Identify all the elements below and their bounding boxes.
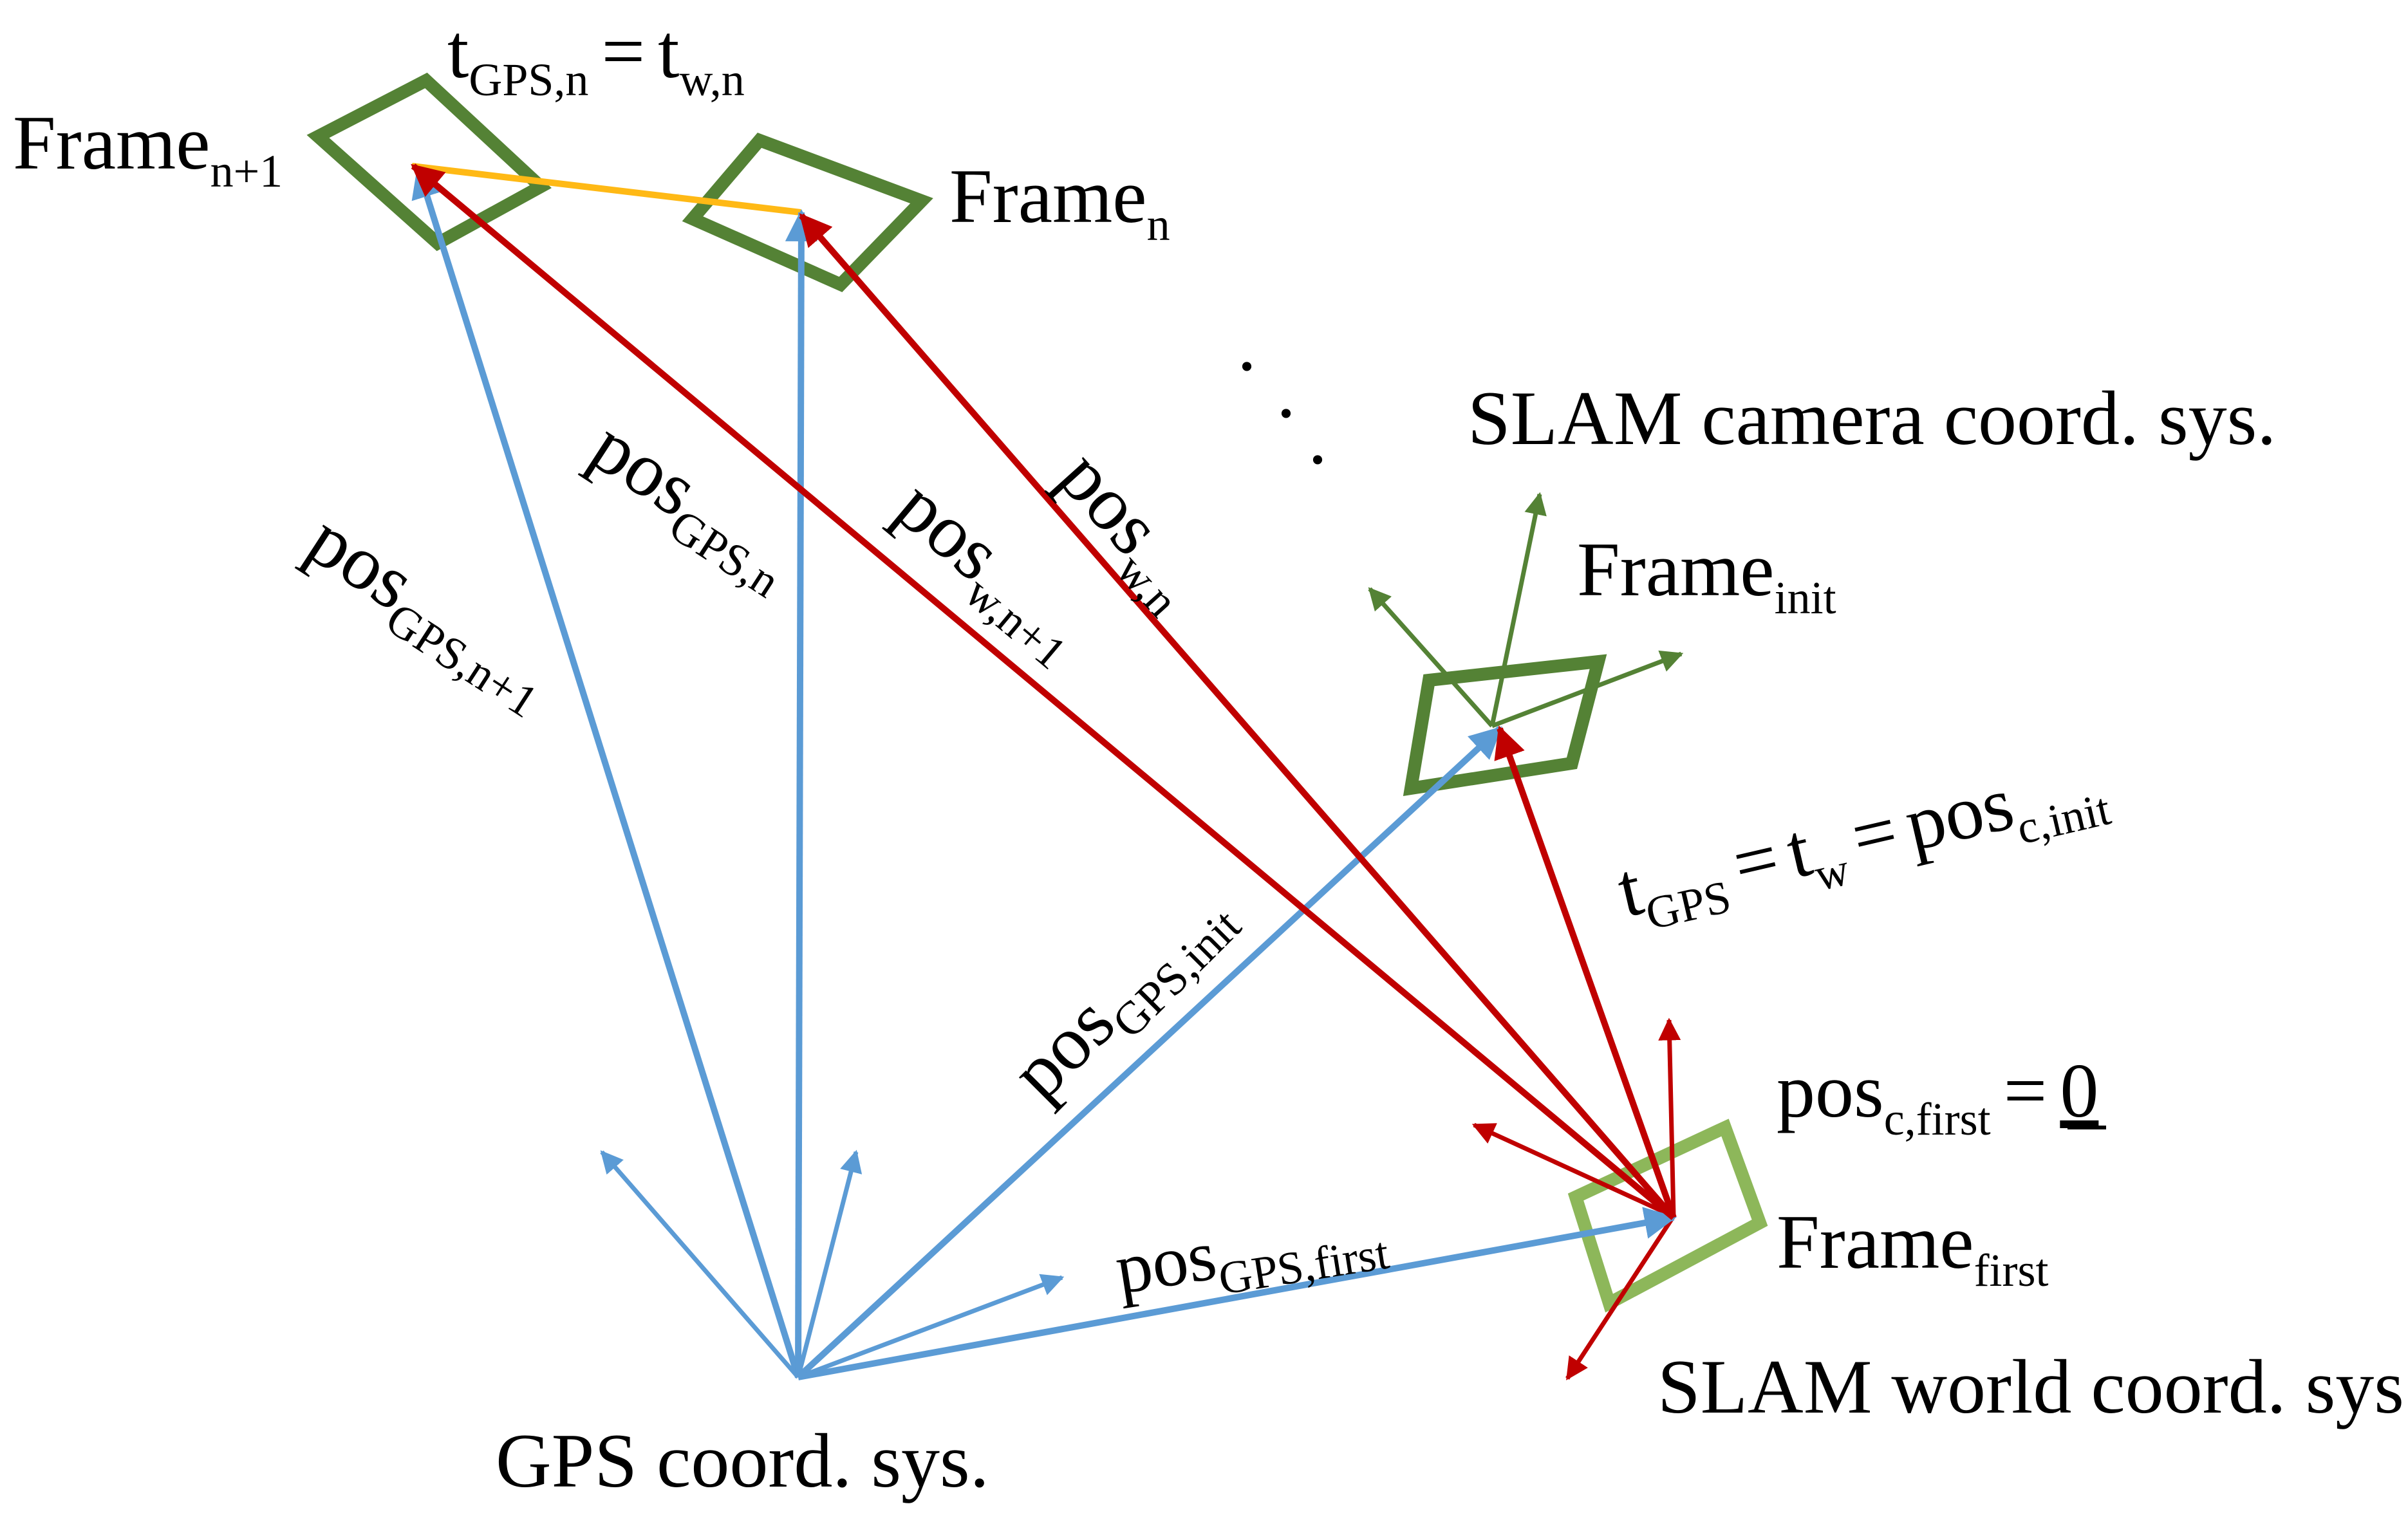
pos-gps-first-arrow — [798, 1207, 1677, 1380]
frame-n-rect — [682, 133, 933, 292]
frame-link-line — [411, 163, 801, 216]
pos-w-n-arrow — [799, 213, 1676, 1220]
camera-axis-up — [1489, 492, 1547, 727]
pos-gps-n1-arrow — [411, 165, 801, 1378]
world-axis-down — [1565, 1215, 1675, 1380]
pos-gps-n-arrow — [785, 209, 817, 1378]
frame-init-rect — [1403, 654, 1607, 797]
pos-w-n-label: posw,n — [1034, 433, 1222, 626]
frame-first-rect — [1567, 1118, 1768, 1313]
slam-world-coord-label: SLAM world coord. sys. — [1657, 1344, 2408, 1429]
frame-n1-rect — [306, 72, 552, 252]
pos-gps-init-arrow — [796, 726, 1502, 1380]
t-gps-n-equation: tGPS,n=tw,n — [447, 8, 745, 106]
world-axis-up — [1658, 1017, 1681, 1217]
frame-first-label: Framefirst — [1777, 1199, 2049, 1296]
zero-vector: 0 — [2060, 1048, 2098, 1133]
gps-coord-label: GPS coord. sys. — [496, 1418, 989, 1503]
frame-n1-label: Framen+1 — [13, 100, 283, 197]
frame-init-label: Frameinit — [1577, 526, 1836, 624]
world-axis-left — [1471, 1122, 1675, 1219]
pos-w-n1-arrow — [411, 163, 1676, 1220]
ellipsis-dot-1: . — [1237, 301, 1256, 387]
gps-axis-2 — [796, 1149, 863, 1378]
ellipsis-dot-2: . — [1276, 348, 1296, 434]
pos-gps-first-label: posGPS,first — [1110, 1188, 1393, 1320]
pos-c-first-equation: posc,first=0 — [1777, 1048, 2098, 1145]
gps-axis-1 — [600, 1150, 800, 1379]
gps-axis-3 — [797, 1274, 1065, 1380]
frame-n-label: Framen — [949, 153, 1170, 250]
pos-gps-n-label: posGPS,n — [570, 402, 814, 608]
camera-axis-right — [1491, 650, 1684, 729]
ellipsis-dot-3: . — [1308, 394, 1327, 480]
pos-w-init-arrow — [1494, 725, 1677, 1219]
slam-camera-coord-label: SLAM camera coord. sys. — [1468, 375, 2276, 461]
t-gps-init-equation: tGPS=tw=posc,init — [1610, 738, 2115, 945]
camera-axis-left — [1368, 587, 1494, 728]
